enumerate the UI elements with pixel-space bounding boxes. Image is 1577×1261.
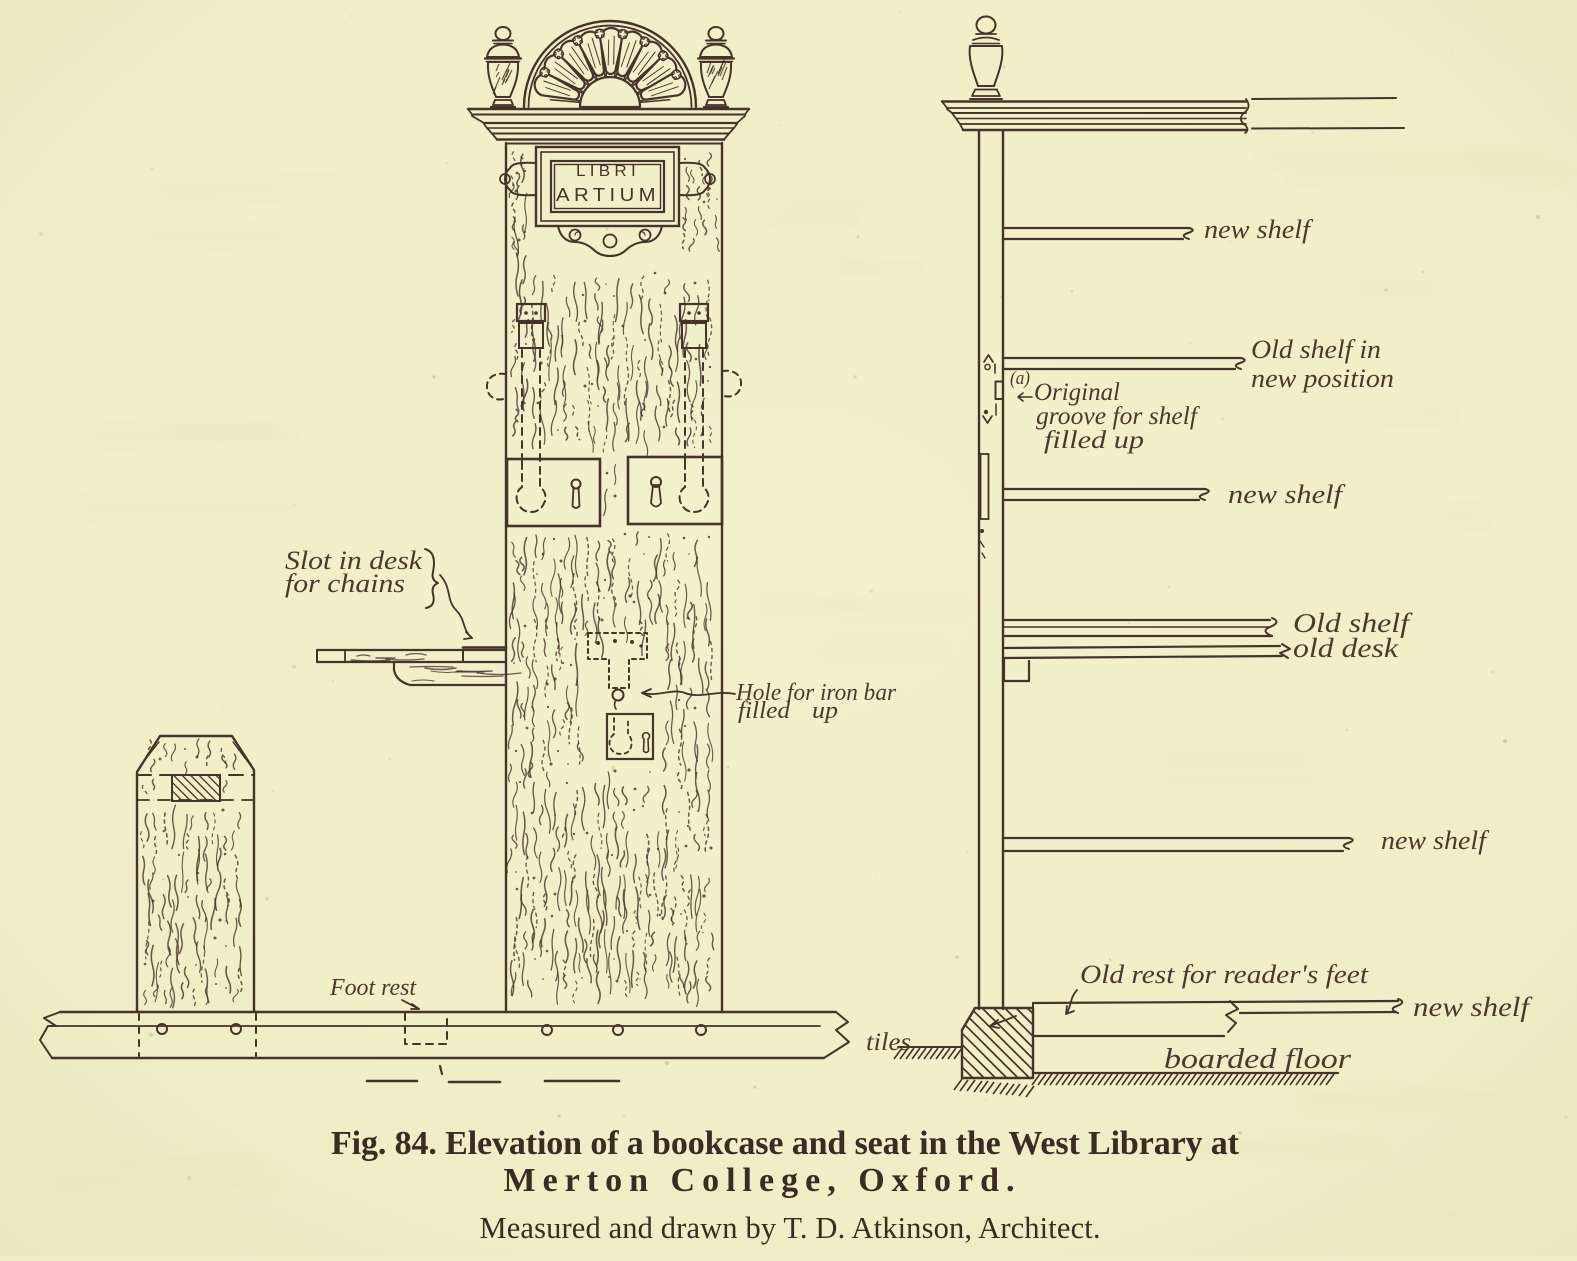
svg-text:new shelf: new shelf	[1228, 480, 1346, 509]
svg-text:Slot in desk: Slot in desk	[285, 546, 423, 575]
svg-text:Foot rest: Foot rest	[329, 975, 417, 1001]
svg-text:old desk: old desk	[1293, 633, 1399, 663]
svg-text:up: up	[812, 698, 838, 724]
svg-text:filled: filled	[738, 698, 791, 724]
svg-text:Old shelf: Old shelf	[1293, 608, 1413, 638]
svg-text:filled up: filled up	[1044, 427, 1144, 454]
svg-text:ARTIUM: ARTIUM	[556, 184, 660, 205]
svg-text:Merton College, Oxford.: Merton College, Oxford.	[504, 1162, 1017, 1199]
svg-text:groove for shelf: groove for shelf	[1036, 403, 1200, 430]
svg-text:Original: Original	[1034, 379, 1120, 406]
svg-text:Fig. 84. Elevation of a book: Fig. 84. Elevation of a bookcase and sea…	[331, 1125, 1240, 1162]
svg-text:new shelf: new shelf	[1381, 826, 1490, 855]
svg-text:new shelf: new shelf	[1204, 215, 1314, 244]
svg-text:(a): (a)	[1010, 368, 1030, 389]
svg-text:Old rest for reader's feet: Old rest for reader's feet	[1080, 960, 1369, 989]
svg-text:boarded floor: boarded floor	[1164, 1044, 1351, 1075]
svg-text:Hole for iron bar: Hole for iron bar	[735, 680, 897, 706]
svg-text:new shelf: new shelf	[1413, 992, 1533, 1022]
svg-text:new position: new position	[1251, 364, 1394, 393]
svg-text:Old shelf in: Old shelf in	[1251, 335, 1381, 364]
svg-text:LIBRI: LIBRI	[576, 163, 640, 180]
svg-text:for chains: for chains	[285, 569, 405, 598]
svg-text:tiles: tiles	[866, 1029, 911, 1056]
svg-text:Measured and drawn by T. D. At: Measured and drawn by T. D. Atkinson, Ar…	[480, 1211, 1101, 1245]
